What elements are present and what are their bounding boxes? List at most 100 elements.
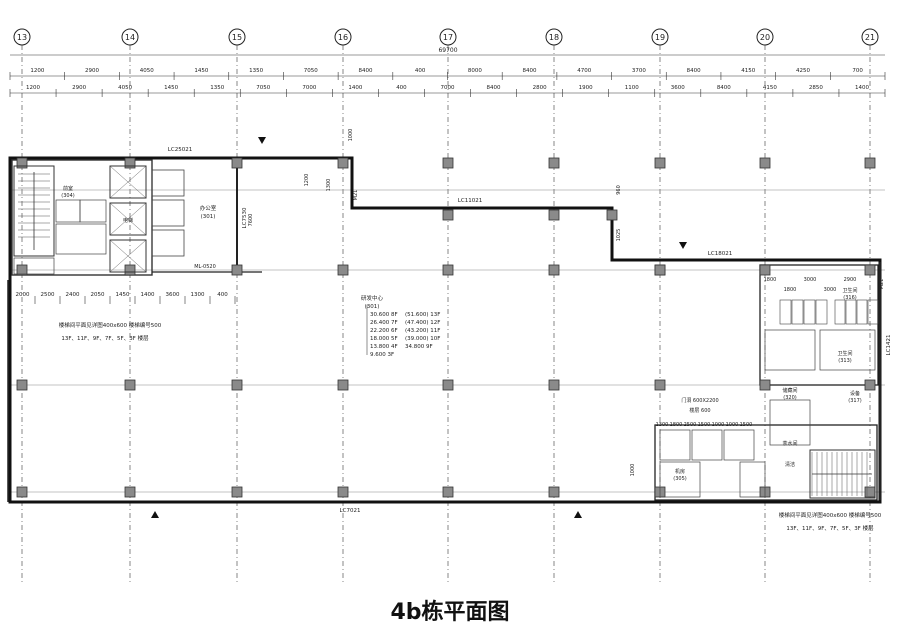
- dimension-text: 4250: [796, 68, 810, 74]
- dimension-text: 2050: [91, 292, 105, 298]
- dimension-text: 8400: [487, 85, 501, 91]
- elevation-text: 34.800 9F: [405, 344, 433, 350]
- dimension-text: 8000: [468, 68, 482, 74]
- dimension-text: 7050: [256, 85, 270, 91]
- room-label: 清洁: [785, 461, 795, 468]
- wall-label: LC25021: [168, 147, 192, 153]
- dimension-text: 1400: [141, 292, 155, 298]
- column: [124, 264, 136, 276]
- dimension-text: 1000: [630, 464, 636, 477]
- column: [16, 264, 28, 276]
- elevation-text: (47.400) 12F: [405, 320, 440, 326]
- elevation-text: 18.000 5F: [370, 336, 398, 342]
- elevation-text: 22.200 6F: [370, 328, 398, 334]
- dimension-text: 1400: [348, 85, 362, 91]
- small-room: [55, 199, 81, 223]
- service-block-wall: [759, 264, 879, 386]
- dimension-text: 1800: [764, 277, 777, 283]
- room-label: (305): [673, 476, 686, 482]
- dimension-text: 3000: [804, 277, 817, 283]
- elevator-cross: [109, 165, 147, 199]
- walls: [7, 156, 882, 504]
- note-text: 楼梯间平面见详图400x600 楼梯编号500: [779, 511, 882, 519]
- wall-label: M21: [879, 279, 885, 290]
- elevation-text: 30.600 8F: [370, 312, 398, 318]
- dimension-text: 1400: [855, 85, 869, 91]
- small-room: [55, 223, 107, 255]
- room-label: (320): [783, 395, 796, 401]
- elevation-text: 26.400 7F: [370, 320, 398, 326]
- dimension-text: 1450: [116, 292, 130, 298]
- dimension-text: 960: [616, 185, 622, 195]
- column: [442, 379, 454, 391]
- dimension-text: 7600: [248, 214, 254, 227]
- dimension-text: 1000: [348, 129, 354, 142]
- small-room: [79, 199, 107, 223]
- elevator-shaft: [109, 239, 147, 273]
- dimension-text: 4050: [140, 68, 154, 74]
- dimension-text: 400: [415, 68, 426, 74]
- axis-bubble: [651, 28, 669, 46]
- dimension-text: 2000: [16, 292, 30, 298]
- dimension-text: 3700: [632, 68, 646, 74]
- section-marker: [574, 511, 582, 518]
- dimension-text: 1300: [191, 292, 205, 298]
- note-text: 楼层 600: [689, 407, 710, 414]
- axis-bubble: [228, 28, 246, 46]
- room-label: 卫生间: [842, 287, 857, 294]
- room-label: 储藏间: [782, 387, 797, 394]
- room-label: (301): [201, 214, 216, 220]
- dimension-text: 8400: [687, 68, 701, 74]
- dimension-text: 2900: [72, 85, 86, 91]
- dimension-text: 2900: [85, 68, 99, 74]
- dimension-text: 2400: [66, 292, 80, 298]
- axis-bubble: [861, 28, 879, 46]
- axis-label: 13: [17, 33, 27, 42]
- dimension-text: 7050: [304, 68, 318, 74]
- column: [654, 157, 666, 169]
- small-room: [659, 461, 701, 498]
- column: [759, 264, 771, 276]
- column: [337, 486, 349, 498]
- dimension-text: 1800: [670, 422, 683, 428]
- dimension-text: 1000: [712, 422, 725, 428]
- axis-bubble: [13, 28, 31, 46]
- note-text: 13F、11F、9F、7F、5F、3F 楼层: [61, 334, 149, 342]
- dimension-text: 8400: [358, 68, 372, 74]
- wall-label: LC11021: [458, 198, 482, 204]
- column: [442, 157, 454, 169]
- small-room: [819, 329, 876, 371]
- column: [231, 157, 243, 169]
- room-label: 卫生间: [837, 350, 852, 357]
- dimension-text: 1200: [26, 85, 40, 91]
- dimension-text: 4050: [118, 85, 132, 91]
- column: [337, 264, 349, 276]
- room-label: (316): [843, 295, 856, 301]
- elevator-shaft: [109, 165, 147, 199]
- small-room: [739, 461, 766, 498]
- toilet-stall: [803, 299, 816, 325]
- elevation-text: 13.800 4F: [370, 344, 398, 350]
- dimension-text: 4150: [763, 85, 777, 91]
- column: [864, 379, 876, 391]
- column: [16, 379, 28, 391]
- room-label: (317): [848, 398, 861, 404]
- dimension-text: 8400: [717, 85, 731, 91]
- dimension-text: 400: [396, 85, 407, 91]
- note-text: 门洞 600X2200: [681, 397, 718, 404]
- wall-label: LC7021: [340, 508, 361, 514]
- dimension-text: 1300: [326, 179, 332, 192]
- room-label: (301): [365, 304, 380, 310]
- column: [337, 157, 349, 169]
- dimension-text: 3000: [824, 287, 837, 293]
- column: [442, 264, 454, 276]
- column: [548, 486, 560, 498]
- dimension-text: 69700: [438, 47, 457, 54]
- toilet-stall: [834, 299, 846, 325]
- axis-grid: [9, 28, 886, 582]
- axis-label: 19: [655, 33, 665, 42]
- wall-label: LC7530: [242, 207, 248, 228]
- column: [442, 209, 454, 221]
- room-label: 办公室: [200, 204, 217, 212]
- column: [759, 157, 771, 169]
